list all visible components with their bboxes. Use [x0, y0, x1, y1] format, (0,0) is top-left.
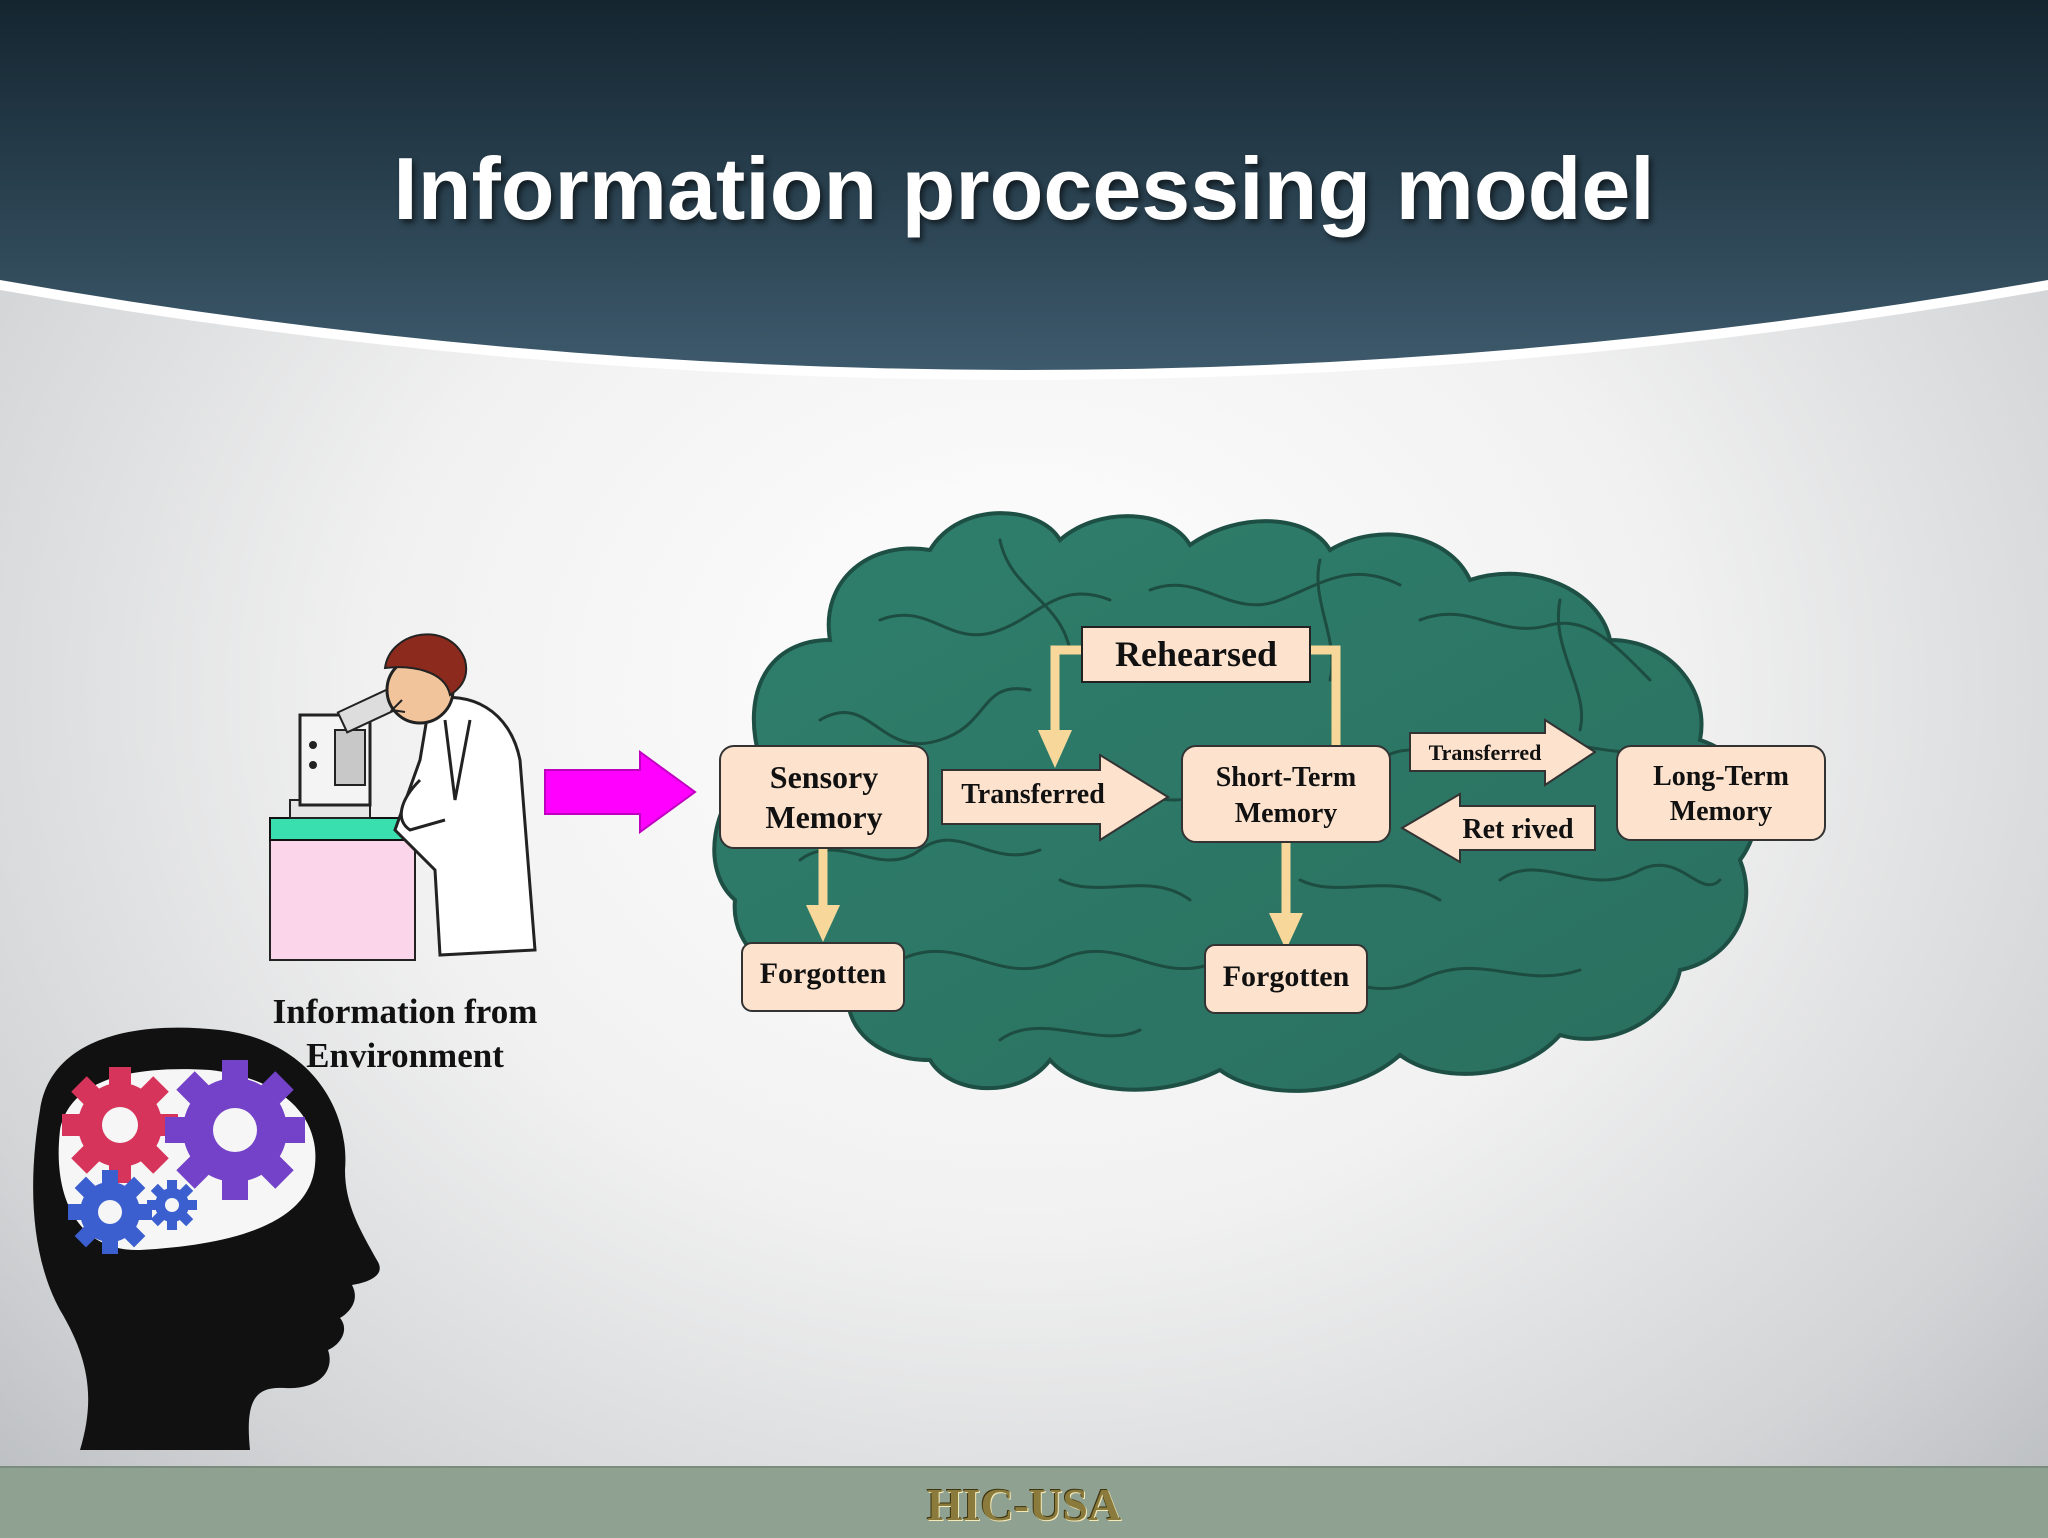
retrieved-arrow	[1400, 792, 1596, 864]
transferred-arrow-1	[941, 753, 1170, 842]
forgotten-arrowhead-2	[1269, 913, 1303, 950]
header-band	[0, 0, 2048, 380]
environment-caption: Information from Environment	[220, 990, 590, 1078]
slide-title: Information processing model	[393, 139, 1655, 238]
sensory-memory-label-line1: Sensory	[770, 759, 878, 795]
environment-caption-line1: Information from	[272, 992, 538, 1031]
scientist-microscope-icon	[269, 633, 537, 961]
short-term-memory-label-line1: Short-Term	[1216, 762, 1357, 793]
retrieved-label: Ret rived	[1462, 814, 1574, 845]
connector-lines	[818, 645, 1341, 918]
forgotten-label-1: Forgotten	[760, 957, 887, 990]
transferred-label-2: Transferred	[1429, 740, 1542, 765]
transferred-label-1: Transferred	[961, 779, 1105, 810]
footer-bar: HIC-USA	[0, 1466, 2048, 1538]
short-term-memory-label-line2: Memory	[1235, 798, 1338, 829]
forgotten-box-2	[1204, 944, 1368, 1014]
input-arrow	[544, 750, 697, 834]
environment-caption-line2: Environment	[306, 1036, 504, 1075]
forgotten-label-2: Forgotten	[1223, 960, 1350, 993]
long-term-memory-label-line1: Long-Term	[1653, 761, 1789, 792]
long-term-memory-label-line2: Memory	[1670, 796, 1773, 827]
transferred-arrow-2	[1409, 718, 1597, 787]
rehearsed-label: Rehearsed	[1115, 634, 1277, 674]
head-gears-icon	[33, 1027, 380, 1450]
sensory-memory-box	[719, 745, 929, 849]
short-term-memory-box	[1181, 745, 1391, 843]
footer-logo-text: HIC-USA	[926, 1479, 1122, 1530]
sensory-memory-label-line2: Memory	[765, 799, 882, 835]
rehearsal-arrowhead	[1038, 730, 1072, 768]
forgotten-arrowhead-1	[806, 905, 840, 942]
rehearsed-box	[1081, 626, 1311, 683]
long-term-memory-box	[1616, 745, 1826, 841]
forgotten-box-1	[741, 942, 905, 1012]
